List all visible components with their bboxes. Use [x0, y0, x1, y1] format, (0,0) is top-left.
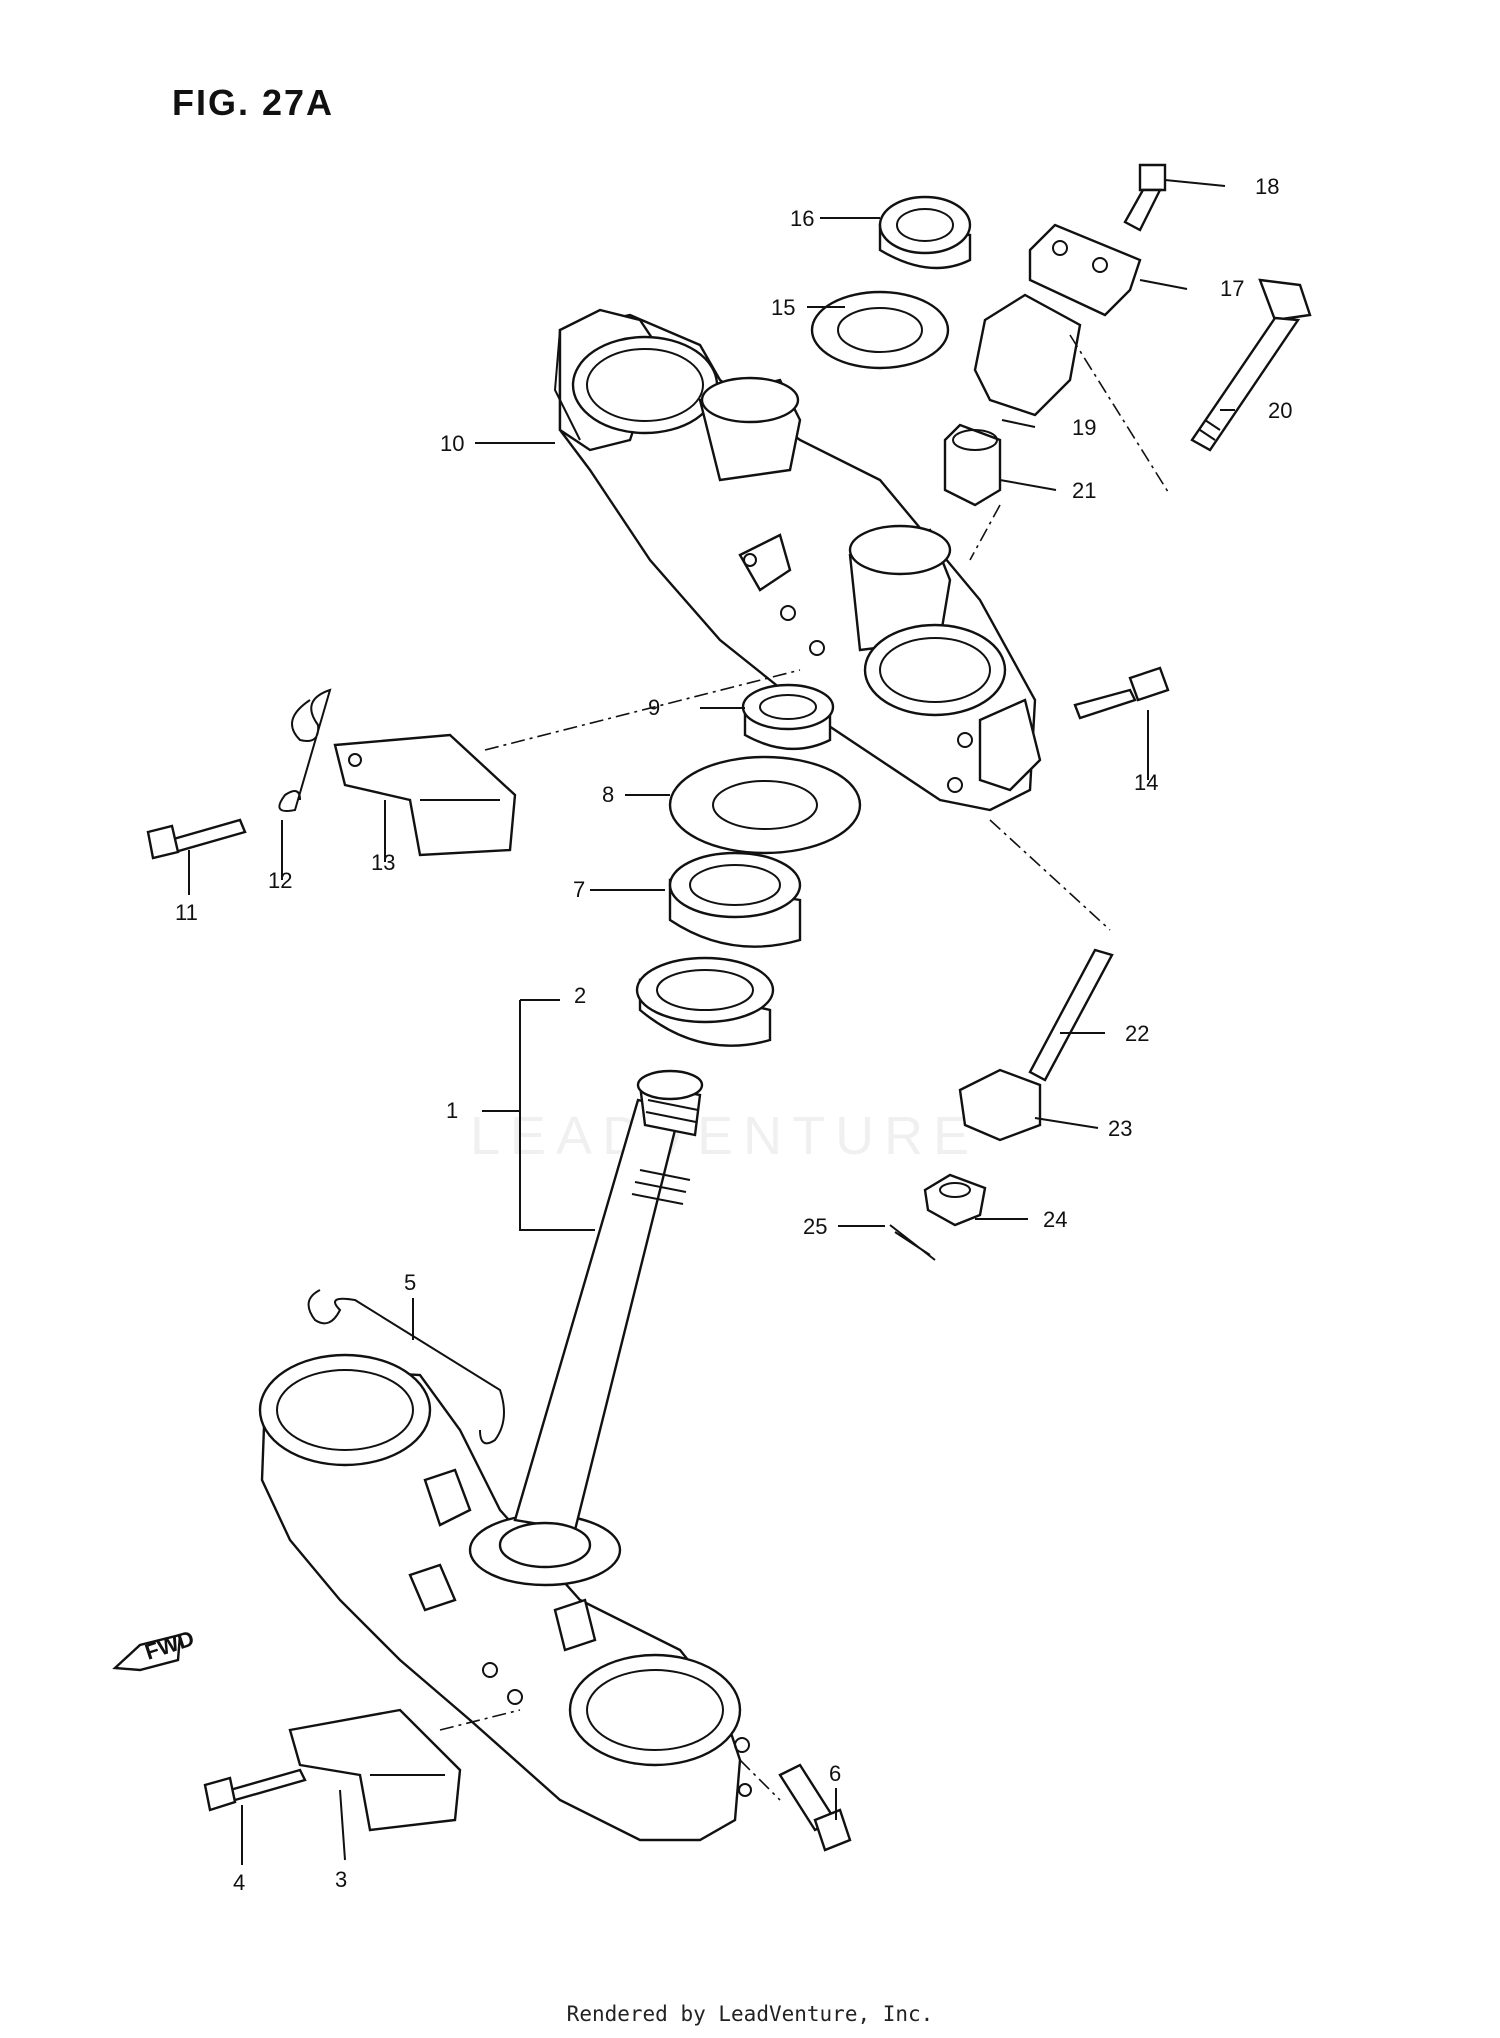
callout-13: 13	[371, 850, 395, 875]
figure-title: FIG. 27A	[172, 82, 335, 123]
callout-24: 24	[1043, 1207, 1067, 1232]
callout-17: 17	[1220, 276, 1244, 301]
lower-bearing-part	[635, 956, 775, 1047]
bolt-11-part	[146, 818, 247, 860]
callout-20: 20	[1268, 398, 1292, 423]
callout-5: 5	[404, 1270, 416, 1295]
callout-7: 7	[573, 877, 585, 902]
callout-21: 21	[1072, 478, 1096, 503]
callout-8: 8	[602, 782, 614, 807]
callout-25: 25	[803, 1214, 827, 1239]
watermark-text: LEADVENTURE	[470, 1106, 980, 1166]
callout-14: 14	[1134, 770, 1158, 795]
upper-bracket-part	[553, 308, 1042, 812]
seal-16-part	[878, 195, 972, 270]
lower-bracket-part	[258, 1353, 752, 1842]
callout-19: 19	[1072, 415, 1096, 440]
callout-22: 22	[1125, 1021, 1149, 1046]
bolt-4-part	[203, 1768, 307, 1812]
bracket-3-part	[288, 1708, 462, 1832]
callout-3: 3	[335, 1867, 347, 1892]
holder-17-part	[1028, 223, 1142, 317]
bolt-18-part	[1123, 163, 1167, 232]
callout-10: 10	[440, 431, 464, 456]
cushion-21-part	[943, 423, 1002, 507]
seal-15-part	[810, 290, 950, 370]
bolt-14-part	[1073, 666, 1170, 720]
bolt-20-part	[1190, 278, 1312, 452]
callout-2: 2	[574, 983, 586, 1008]
callout-18: 18	[1255, 174, 1279, 199]
callout-15: 15	[771, 295, 795, 320]
callout-leaders	[188, 179, 1235, 1865]
clamp-5-part	[307, 1289, 505, 1445]
steering-stem-part	[498, 1069, 704, 1569]
callout-1: 1	[446, 1098, 458, 1123]
callout-6: 6	[829, 1761, 841, 1786]
washer-part	[668, 755, 862, 855]
rod-22-part	[1028, 948, 1114, 1082]
footer-credit: Rendered by LeadVenture, Inc.	[566, 2002, 934, 2026]
upper-bearing-part	[668, 851, 802, 948]
nut-24-part	[923, 1173, 987, 1227]
callout-4: 4	[233, 1870, 245, 1895]
callout-12: 12	[268, 868, 292, 893]
fwd-arrow-icon	[112, 1633, 182, 1672]
pin-25-part	[889, 1224, 936, 1261]
alignment-lines	[439, 334, 1171, 1801]
callout-9: 9	[648, 695, 660, 720]
bracket-13-part	[333, 733, 517, 857]
holder-19-part	[973, 293, 1082, 417]
clamp-12-part	[278, 688, 332, 812]
steering-nut-part	[741, 683, 835, 750]
cushion-23-part	[958, 1068, 1042, 1142]
callout-11: 11	[175, 900, 198, 925]
bolt-6-part	[778, 1763, 852, 1852]
callout-23: 23	[1108, 1116, 1132, 1141]
callout-16: 16	[790, 206, 814, 231]
